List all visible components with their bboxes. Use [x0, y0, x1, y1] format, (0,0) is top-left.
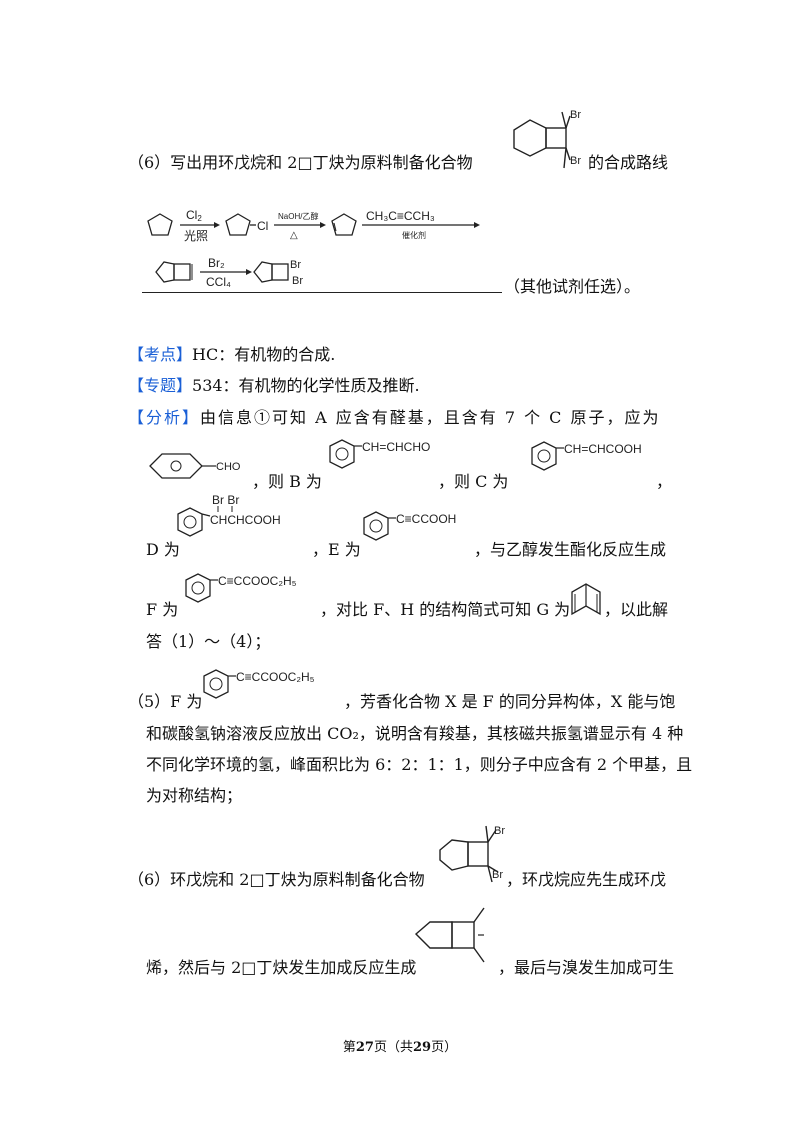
synthesis-scheme-row2: Br₂ CCl₄ Br Br	[155, 256, 303, 289]
compound-d-br: Br Br	[212, 493, 239, 507]
scheme-ccl4: CCl₄	[206, 275, 231, 289]
fenxi-d-label: D 为	[146, 540, 180, 559]
compound-c-structure: CH=CHCOOH	[531, 441, 642, 471]
compound-b-structure: CH=CHCHO	[329, 439, 430, 469]
compound-g-structure	[571, 583, 601, 616]
p6-line1: （6）环戊烷和 2□丁炔为原料制备化合物	[128, 870, 425, 889]
p6-br-bottom: Br	[492, 869, 503, 881]
p5-line2: 和碳酸氢钠溶液反应放出 CO₂，说明含有羧基，其核磁共振氢谱显示有 4 种	[146, 724, 684, 743]
p6-line2-tail: ，最后与溴发生加成可生	[498, 958, 675, 977]
q6-suffix: 的合成路线	[588, 153, 669, 172]
fenxi-line1: 【分析】由信息①可知 A 应含有醛基，且含有 7 个 C 原子，应为	[128, 408, 661, 428]
scheme-catalyst: 催化剂	[402, 230, 426, 240]
scheme-br2: Br₂	[208, 256, 225, 270]
zhuanti-line: 【专题】534：有机物的化学性质及推断.	[128, 376, 420, 396]
scheme-br-bottom: Br	[292, 275, 303, 287]
compound-a-structure: CHO	[149, 453, 241, 479]
fenxi-f-label: F 为	[146, 600, 179, 619]
footer-post: 页）	[431, 1040, 458, 1055]
footer-total-pages: 29	[413, 1040, 432, 1055]
fenxi-f-tail: ，对比 F、H 的结构简式可知 G 为	[320, 600, 571, 619]
product-br-bottom: Br	[570, 155, 581, 167]
p6-product-structure: Br Br	[439, 825, 505, 883]
p6-br-top: Br	[494, 825, 505, 837]
p6-intermediate-structure	[414, 907, 485, 963]
p5-line3: 不同化学环境的氢，峰面积比为 6：2：1：1，则分子中应含有 2 个甲基，且	[146, 755, 693, 774]
compound-c-formula: CH=CHCOOH	[564, 442, 642, 456]
fenxi-comma: ，	[656, 472, 673, 491]
p5-line1-tail: ，芳香化合物 X 是 F 的同分异构体，X 能与饱	[344, 692, 676, 711]
p5-label: （5）F 为	[128, 692, 203, 711]
kaodian-text: HC：有机物的合成.	[192, 345, 336, 364]
compound-e-formula: C≡CCOOH	[396, 512, 456, 526]
compound-d-formula: CHCHCOOH	[210, 513, 281, 527]
footer-pre: 第	[342, 1040, 356, 1055]
footer-page-number: 27	[355, 1040, 374, 1055]
scheme-br-top: Br	[290, 259, 301, 271]
footer-mid: 页（共	[373, 1040, 413, 1055]
p5-f-structure: C≡CCOOC₂H₅	[203, 669, 315, 699]
compound-f-structure: C≡CCOOC₂H₅	[185, 573, 297, 603]
p6-line1-tail: ，环戊烷应先生成环戊	[506, 870, 667, 889]
compound-f-formula: C≡CCOOC₂H₅	[218, 574, 297, 588]
product-br-top: Br	[570, 109, 581, 121]
compound-d-structure: Br Br CHCHCOOH	[177, 493, 281, 537]
kaodian-line: 【考点】HC：有机物的合成.	[128, 345, 335, 365]
scheme-cl: Cl	[257, 219, 268, 233]
fenxi-c-label: ，则 C 为	[438, 472, 509, 491]
p5-f-formula: C≡CCOOC₂H₅	[236, 670, 315, 684]
fenxi-g-tail: ，以此解	[604, 600, 669, 619]
scheme-cl2: Cl2	[186, 208, 202, 223]
answer-underline	[142, 292, 502, 293]
zhuanti-text: 534：有机物的化学性质及推断.	[192, 376, 420, 395]
kaodian-label: 【考点】	[128, 345, 193, 364]
scheme-light: 光照	[184, 229, 208, 243]
q6-prefix: （6）写出用环戊烷和 2□丁炔为原料制备化合物	[128, 153, 473, 172]
synthesis-scheme-row1: Cl2 光照 Cl NaOH/乙醇 △ CH₃C≡CCH₃ 催化剂	[147, 208, 480, 243]
scheme-butyne: CH₃C≡CCH₃	[366, 209, 435, 223]
p6-line2: 烯，然后与 2□丁炔发生加成反应生成	[146, 958, 417, 977]
fenxi-b-label: ，则 B 为	[252, 472, 322, 491]
compound-a-cho: CHO	[216, 461, 241, 473]
scheme-naoh: NaOH/乙醇	[278, 211, 318, 221]
fenxi-e-tail: ，与乙醇发生酯化反应生成	[474, 540, 667, 559]
fenxi-text1: 由信息①可知 A 应含有醛基，且含有 7 个 C 原子，应为	[200, 408, 661, 427]
fenxi-e-label: ，E 为	[312, 540, 361, 559]
q6-answer-tail: （其他试剂任选）。	[504, 277, 641, 296]
fenxi-last: 答（1）～（4）；	[146, 632, 271, 651]
page-footer: 第27页（共29页）	[0, 1036, 800, 1055]
q6-product-structure: Br Br	[513, 109, 581, 169]
zhuanti-label: 【专题】	[128, 376, 193, 395]
compound-b-formula: CH=CHCHO	[362, 440, 430, 454]
p5-line4: 为对称结构；	[146, 786, 243, 805]
compound-e-structure: C≡CCOOH	[363, 511, 456, 541]
scheme-heat: △	[290, 230, 298, 241]
fenxi-label: 【分析】	[128, 408, 201, 427]
